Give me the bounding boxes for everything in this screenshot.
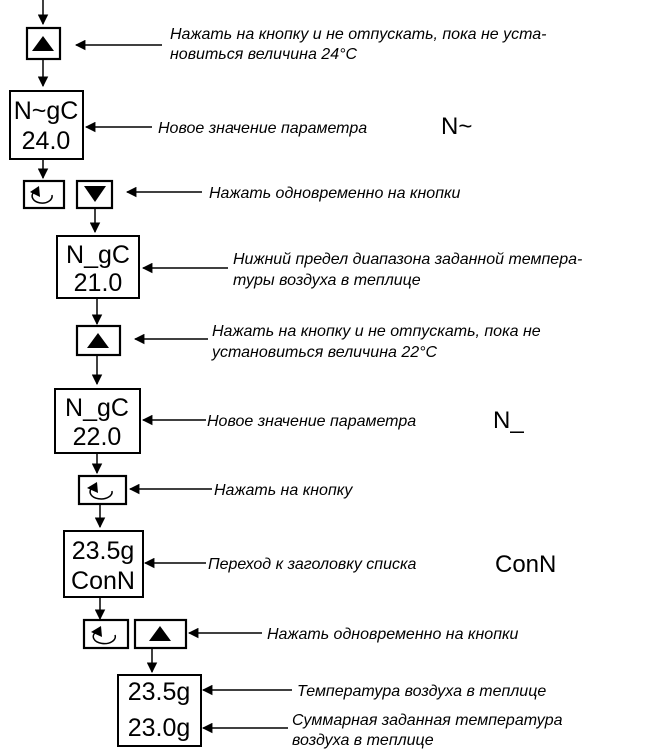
step-note-line: воздуха в теплице (292, 732, 434, 749)
enter-icon (87, 482, 113, 500)
step-note-line: Суммарная заданная температура (292, 712, 563, 729)
param-code: N~ (441, 113, 472, 140)
down-icon (84, 186, 106, 202)
lcd-display: N_gC 22.0 (54, 388, 141, 454)
param-code: ConN (495, 551, 556, 578)
display-line: ConN (71, 567, 135, 595)
step-note-line: Переход к заголовку списка (208, 556, 417, 573)
pointer-arrows (74, 39, 292, 734)
step-note-line: Нажать одновременно на кнопки (209, 185, 461, 202)
lcd-display: 23.5g 23.0g (117, 674, 202, 747)
enter-button[interactable] (77, 474, 128, 506)
down-button[interactable] (75, 179, 114, 210)
step-note-line: Температура воздуха в теплице (297, 683, 546, 700)
flow-arrows (37, 0, 158, 674)
step-note-line: Нажать на кнопку (214, 482, 353, 499)
param-code: N_ (493, 407, 524, 434)
enter-button[interactable] (82, 618, 130, 650)
lcd-display: 23.5g ConN (63, 530, 144, 598)
enter-icon (91, 626, 117, 645)
step-note-line: установиться величина 22°С (211, 344, 438, 361)
step-note-line: Нижний предел диапазона заданной темпера… (233, 251, 582, 268)
step-note-line: Нажать на кнопку и не отпускать, пока не… (170, 26, 547, 43)
display-line: 23.5g (128, 678, 191, 706)
display-line: 22.0 (73, 423, 122, 451)
up-icon (87, 333, 109, 348)
enter-icon (30, 186, 53, 204)
up-button[interactable] (133, 618, 188, 650)
up-icon (149, 626, 171, 641)
up-button[interactable] (25, 26, 62, 61)
lcd-display: N~gC 24.0 (9, 90, 84, 160)
up-icon (32, 36, 54, 51)
display-line: 23.5g (72, 537, 135, 565)
step-note-line: Новое значение параметра (207, 413, 416, 430)
step-note-line: Нажать на кнопку и не отпускать, пока не (212, 323, 541, 340)
display-line: 24.0 (22, 127, 71, 155)
display-line: N_gC (66, 241, 130, 269)
step-note-line: Нажать одновременно на кнопки (267, 626, 519, 643)
step-note-line: Новое значение параметра (158, 120, 367, 137)
display-line: 21.0 (74, 269, 123, 297)
display-line: N~gC (14, 97, 79, 125)
enter-button[interactable] (22, 179, 66, 210)
step-note-line: новиться величина 24°С (170, 46, 358, 63)
up-button[interactable] (75, 324, 122, 357)
lcd-display: N_gC 21.0 (56, 235, 140, 299)
step-note-line: туры воздуха в теплице (233, 272, 421, 289)
display-line: 23.0g (128, 714, 191, 742)
display-line: N_gC (65, 394, 129, 422)
